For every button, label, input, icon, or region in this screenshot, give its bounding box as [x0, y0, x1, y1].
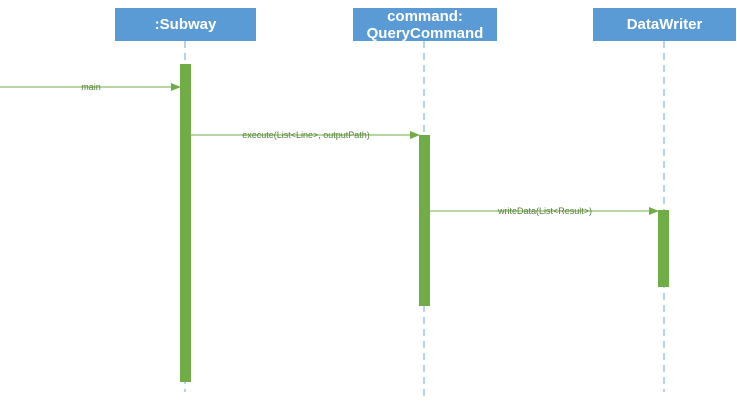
lifeline-title-query-command-line1: command: [387, 7, 463, 25]
lifeline-title-query-command-line2: QueryCommand [366, 24, 484, 42]
message-label-main: main [81, 82, 101, 92]
lifeline-header-subway: :Subway [115, 8, 256, 41]
lifeline-header-data-writer: DataWriter [593, 8, 736, 41]
lifeline-title-subway: :Subway [154, 16, 217, 33]
message-label-execute: execute(List<Line>, outputPath) [242, 130, 370, 140]
activation-bar-data-writer [658, 210, 669, 287]
lifeline-title-data-writer: DataWriter [626, 16, 703, 33]
lifeline-header-query-command: command: QueryCommand [353, 7, 497, 42]
message-label-writedata: writeData(List<Result>) [497, 206, 592, 216]
activation-bar-subway [180, 64, 191, 382]
activation-bar-query-command [419, 135, 430, 306]
